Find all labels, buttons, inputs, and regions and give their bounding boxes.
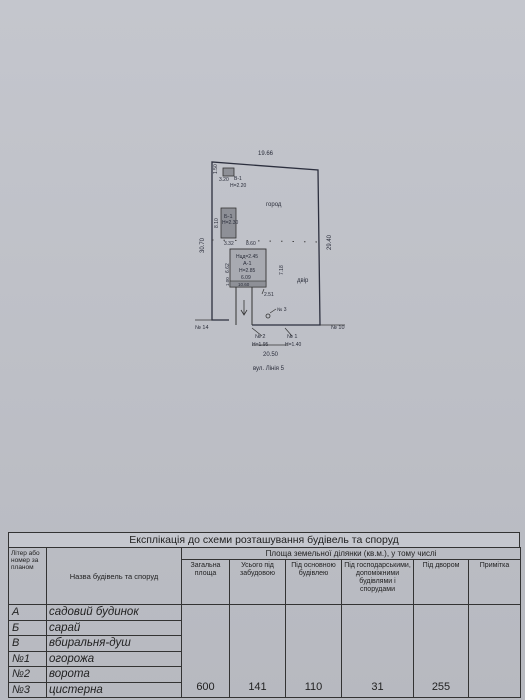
svg-text:6.62: 6.62 <box>225 263 231 273</box>
table-title: Експлікація до схеми розташування будіве… <box>8 532 520 547</box>
header-total: Загальна площа <box>181 559 230 605</box>
header-note: Примітка <box>467 559 522 605</box>
table-row: А садовий будинок 600 141 110 31 255 <box>8 604 522 698</box>
yard-label: двір <box>297 278 309 284</box>
svg-text:Н=2.30: Н=2.30 <box>222 220 238 226</box>
svg-text:6.09: 6.09 <box>241 275 251 281</box>
tank-marker <box>265 313 271 319</box>
table-row: №1 огорожа <box>8 650 521 667</box>
svg-text:№ 2: № 2 <box>255 334 266 340</box>
svg-text:Н=2.20: Н=2.20 <box>230 183 246 189</box>
table-row: №3 цистерна <box>8 681 521 698</box>
svg-text:А-1: А-1 <box>243 261 252 267</box>
site-plan: 19.66 30.70 29.40 20.50 вул. Лінія 5 гор… <box>195 151 345 372</box>
svg-text:8.60: 8.60 <box>246 241 256 247</box>
svg-text:№ 3: № 3 <box>277 307 287 313</box>
header-name: Назва будівель та споруд <box>46 547 182 605</box>
building-a <box>229 248 267 288</box>
value-built: 141 <box>229 604 286 698</box>
value-total: 600 <box>181 604 230 698</box>
left-side-label: 30.70 <box>200 237 206 253</box>
svg-text:1.00: 1.00 <box>225 277 230 286</box>
svg-text:Б-1: Б-1 <box>224 214 233 220</box>
building-a-porch <box>229 280 267 288</box>
bottom-width-label: 20.50 <box>263 352 279 358</box>
svg-text:Н=1.40: Н=1.40 <box>285 342 301 348</box>
svg-text:3.32: 3.32 <box>224 241 234 247</box>
value-aux: 31 <box>341 604 414 698</box>
building-b <box>220 207 237 239</box>
right-side-label: 29.40 <box>327 234 333 250</box>
plot-boundary <box>211 161 321 326</box>
svg-text:В-1: В-1 <box>234 176 242 182</box>
svg-text:№ 10: № 10 <box>331 325 345 331</box>
svg-text:2.51: 2.51 <box>264 292 274 298</box>
header-built: Усього під забудовою <box>229 559 286 605</box>
svg-text:10.60: 10.60 <box>238 282 250 287</box>
svg-text:Нцд=2.45: Нцд=2.45 <box>236 254 258 260</box>
svg-text:7.18: 7.18 <box>279 265 285 275</box>
svg-text:1.50: 1.50 <box>213 164 219 174</box>
value-yard: 255 <box>413 604 469 698</box>
svg-text:Н=1.95: Н=1.95 <box>252 342 268 348</box>
street-label: вул. Лінія 5 <box>253 366 285 372</box>
value-main: 110 <box>285 604 342 698</box>
svg-text:8.10: 8.10 <box>214 218 220 228</box>
table-row: №2 ворота <box>8 666 521 683</box>
explication-table: Експлікація до схеми розташування будіве… <box>8 532 522 698</box>
table-row: В вбиральня-душ <box>8 635 521 652</box>
svg-text:№ 14: № 14 <box>195 325 209 331</box>
header-letter: Літер або номер за планом <box>8 547 47 605</box>
building-v <box>222 167 235 177</box>
svg-text:Н=2.85: Н=2.85 <box>239 268 255 274</box>
garden-label: город <box>266 202 282 208</box>
top-width-label: 19.66 <box>258 151 274 157</box>
header-yard: Під двором <box>413 559 469 605</box>
header-area: Площа земельної ділянки (кв.м.), у тому … <box>180 547 522 560</box>
svg-text:№ 1: № 1 <box>287 334 298 340</box>
header-aux: Під господарськими, допоміжними будівлям… <box>341 559 414 605</box>
svg-text:3.20: 3.20 <box>219 177 229 183</box>
header-main: Під основною будівлею <box>285 559 342 605</box>
value-note <box>467 604 522 698</box>
